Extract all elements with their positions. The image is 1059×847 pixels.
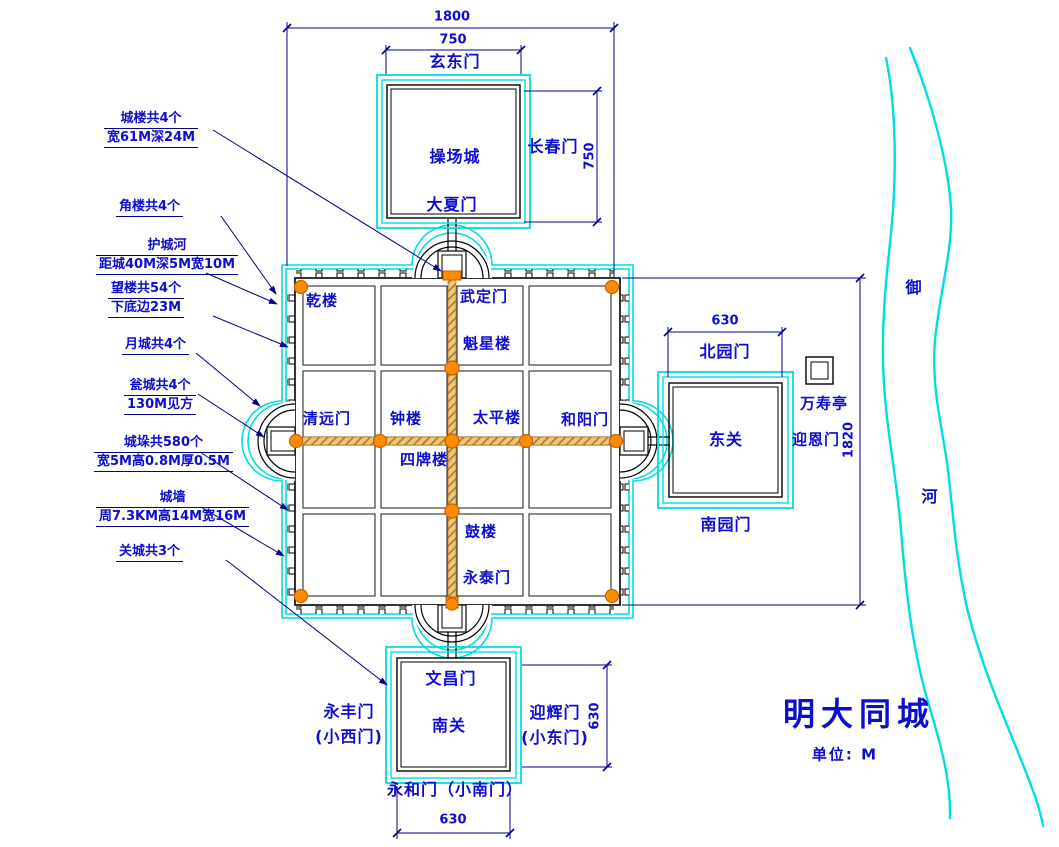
annotation-line: 城垛共580个 [94,434,233,453]
moat-outer [241,224,674,659]
annotation-line: 下底边23M [108,299,185,318]
gate-yongtai: 永泰门 [462,568,512,587]
east-city-square [657,371,794,509]
city-blocks [302,285,612,597]
annotation-battlements: 城垛共580个 宽5M高0.8M厚0.5M [94,434,233,472]
east-city-name: 东关 [708,430,744,449]
main-city-moat [241,224,674,659]
dim-main-width: 1800 [433,9,471,25]
gate-wenchang: 文昌门 [425,669,477,688]
gate-yongfeng: 永丰门 [323,702,375,721]
annotation-line: 角楼共4个 [116,198,184,217]
intersection-dots [288,279,624,611]
gate-yinghui: 迎辉门 [529,703,581,722]
wanshou-pavilion-square [805,356,834,385]
annotation-line: 宽61M深24M [104,129,199,148]
gate-yongfeng-alias: (小西门) [315,727,383,746]
barbicans [255,238,660,645]
south-city-name: 南关 [431,716,467,735]
annotation-line: 城楼共4个 [104,110,199,129]
annotation-line: 周7.3KM高14M宽16M [96,508,250,527]
north-city-name: 操场城 [429,147,481,166]
annotation-line: 月城共4个 [122,336,190,355]
drawing-unit: 单位: M [811,745,879,764]
barbican-south [412,596,492,645]
gate-wuding: 武定门 [459,287,509,306]
dim-south-city-height: 630 [587,702,603,730]
dim-north-city-width: 750 [439,32,467,48]
gate-daxia: 大夏门 [426,195,478,214]
barbican-east [619,401,660,481]
tower-kuixing: 魁星楼 [462,334,512,353]
moat-inner [247,232,668,651]
barbican-north [412,238,492,281]
gate-yingen: 迎恩门 [791,430,841,449]
annotation-city-wall: 城墙 周7.3KM高14M宽16M [96,489,250,527]
gate-nanyuan: 南园门 [700,515,752,534]
annotation-gate-towers: 城楼共4个 宽61M深24M [104,110,199,148]
river-char-he: 河 [921,487,939,506]
connector-roads [447,219,670,659]
gate-yinghui-alias: (小东门) [521,728,589,747]
river-lines [881,46,1045,828]
dim-main-height: 1820 [841,421,857,459]
gate-beiyuan: 北园门 [699,342,751,361]
annotation-line: 望楼共54个 [108,280,185,299]
annotation-line: 距城40M深5M宽10M [96,256,239,275]
tower-qianlou: 乾楼 [305,291,339,310]
annotation-barbicans: 瓮城共4个 130M见方 [124,377,197,415]
annotation-line: 关城共3个 [116,543,184,562]
river-char-yu: 御 [905,278,923,297]
dim-north-city-height: 750 [582,142,598,170]
tower-zhonglou: 钟楼 [389,409,423,428]
gate-heyang: 和阳门 [560,410,610,429]
gate-changchun: 长春门 [527,137,579,156]
annotation-line: 城墙 [96,489,250,508]
gate-xuandong: 玄东门 [429,52,481,71]
river-bank-left [881,56,952,820]
south-city-square [385,646,522,784]
annotation-line: 护城河 [96,237,239,256]
annotation-watch-towers: 望楼共54个 下底边23M [108,280,185,318]
annotation-corner-towers: 角楼共4个 [116,198,184,217]
annotation-outer-cities: 关城共3个 [116,543,184,562]
tower-taiping: 太平楼 [472,408,522,427]
annotation-leaders [195,129,442,686]
tower-gulou: 鼓楼 [464,522,498,541]
annotation-line: 宽5M高0.8M厚0.5M [94,453,233,472]
annotation-moat: 护城河 距城40M深5M宽10M [96,237,239,275]
river-bank-right [908,46,1045,828]
gate-qingyuan: 清远门 [302,409,352,428]
annotation-line: 130M见方 [124,396,197,415]
tower-sipai: 四牌楼 [399,450,449,469]
gate-yonghe: 永和门（小南门） [386,780,524,799]
pavilion-wanshou: 万寿亭 [799,394,849,413]
drawing-title: 明大同城 [782,695,936,733]
dim-south-city-width: 630 [439,812,467,828]
dimension-lines [282,22,866,839]
annotation-line: 瓮城共4个 [124,377,197,396]
annotation-moon-cities: 月城共4个 [122,336,190,355]
dim-east-city-width: 630 [711,313,739,329]
north-city-square [376,74,531,229]
